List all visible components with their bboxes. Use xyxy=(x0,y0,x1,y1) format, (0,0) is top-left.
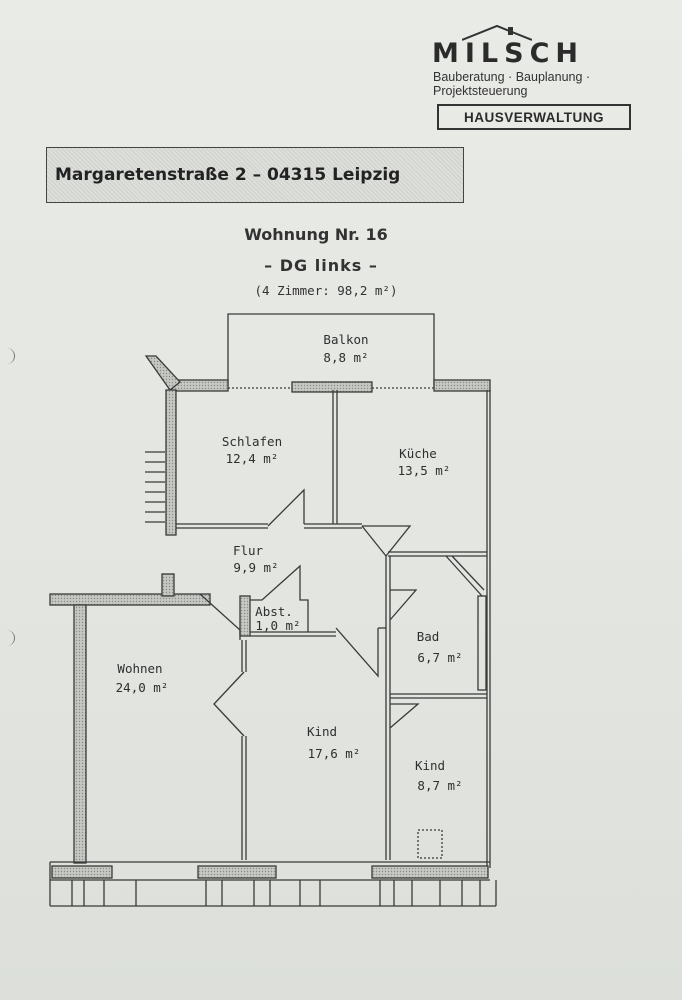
room-label-kind-large: Kind 17,6 m² xyxy=(307,724,360,761)
room-label-kueche: Küche 13,5 m² xyxy=(398,446,451,478)
room-label-wohnen: Wohnen 24,0 m² xyxy=(116,661,169,695)
apartment-number: Wohnung Nr. 16 xyxy=(244,225,388,244)
floor-plan-walls xyxy=(49,313,497,907)
room-area: 6,7 m² xyxy=(417,650,462,665)
department-label: HAUSVERWALTUNG xyxy=(437,104,631,130)
room-label-kind-small: Kind 8,7 m² xyxy=(415,758,463,793)
room-label-abst: Abst. 1,0 m² xyxy=(255,604,300,633)
room-area: 12,4 m² xyxy=(226,451,279,466)
room-name: Flur xyxy=(233,543,264,558)
room-label-balkon: Balkon 8,8 m² xyxy=(323,332,368,365)
room-name: Abst. xyxy=(255,604,293,619)
room-area: 13,5 m² xyxy=(398,463,451,478)
room-area: 9,9 m² xyxy=(233,560,278,575)
room-area: 8,8 m² xyxy=(323,350,368,365)
room-name: Wohnen xyxy=(117,661,162,676)
company-tagline: Bauberatung · Bauplanung · Projektsteuer… xyxy=(433,70,591,98)
room-area: 17,6 m² xyxy=(308,746,361,761)
room-name: Kind xyxy=(415,758,445,773)
room-label-flur: Flur 9,9 m² xyxy=(233,543,279,575)
punch-hole-mark xyxy=(4,630,15,646)
room-area: 8,7 m² xyxy=(417,778,462,793)
apartment-floor: – DG links – xyxy=(264,256,378,275)
company-logo: MILSCH xyxy=(432,38,584,69)
room-name: Balkon xyxy=(323,332,368,347)
room-area: 1,0 m² xyxy=(255,618,300,633)
punch-hole-mark xyxy=(4,348,15,364)
room-area: 24,0 m² xyxy=(116,680,169,695)
apartment-summary: (4 Zimmer: 98,2 m²) xyxy=(254,283,398,298)
room-label-bad: Bad 6,7 m² xyxy=(417,629,463,665)
room-label-schlafen: Schlafen 12,4 m² xyxy=(222,434,282,466)
room-name: Bad xyxy=(417,629,440,644)
room-name: Küche xyxy=(399,446,437,461)
roof-logo-icon xyxy=(462,24,532,41)
address-box: Margaretenstraße 2 – 04315 Leipzig xyxy=(46,147,464,203)
room-name: Schlafen xyxy=(222,434,282,449)
room-name: Kind xyxy=(307,724,337,739)
address-text: Margaretenstraße 2 – 04315 Leipzig xyxy=(55,165,401,185)
